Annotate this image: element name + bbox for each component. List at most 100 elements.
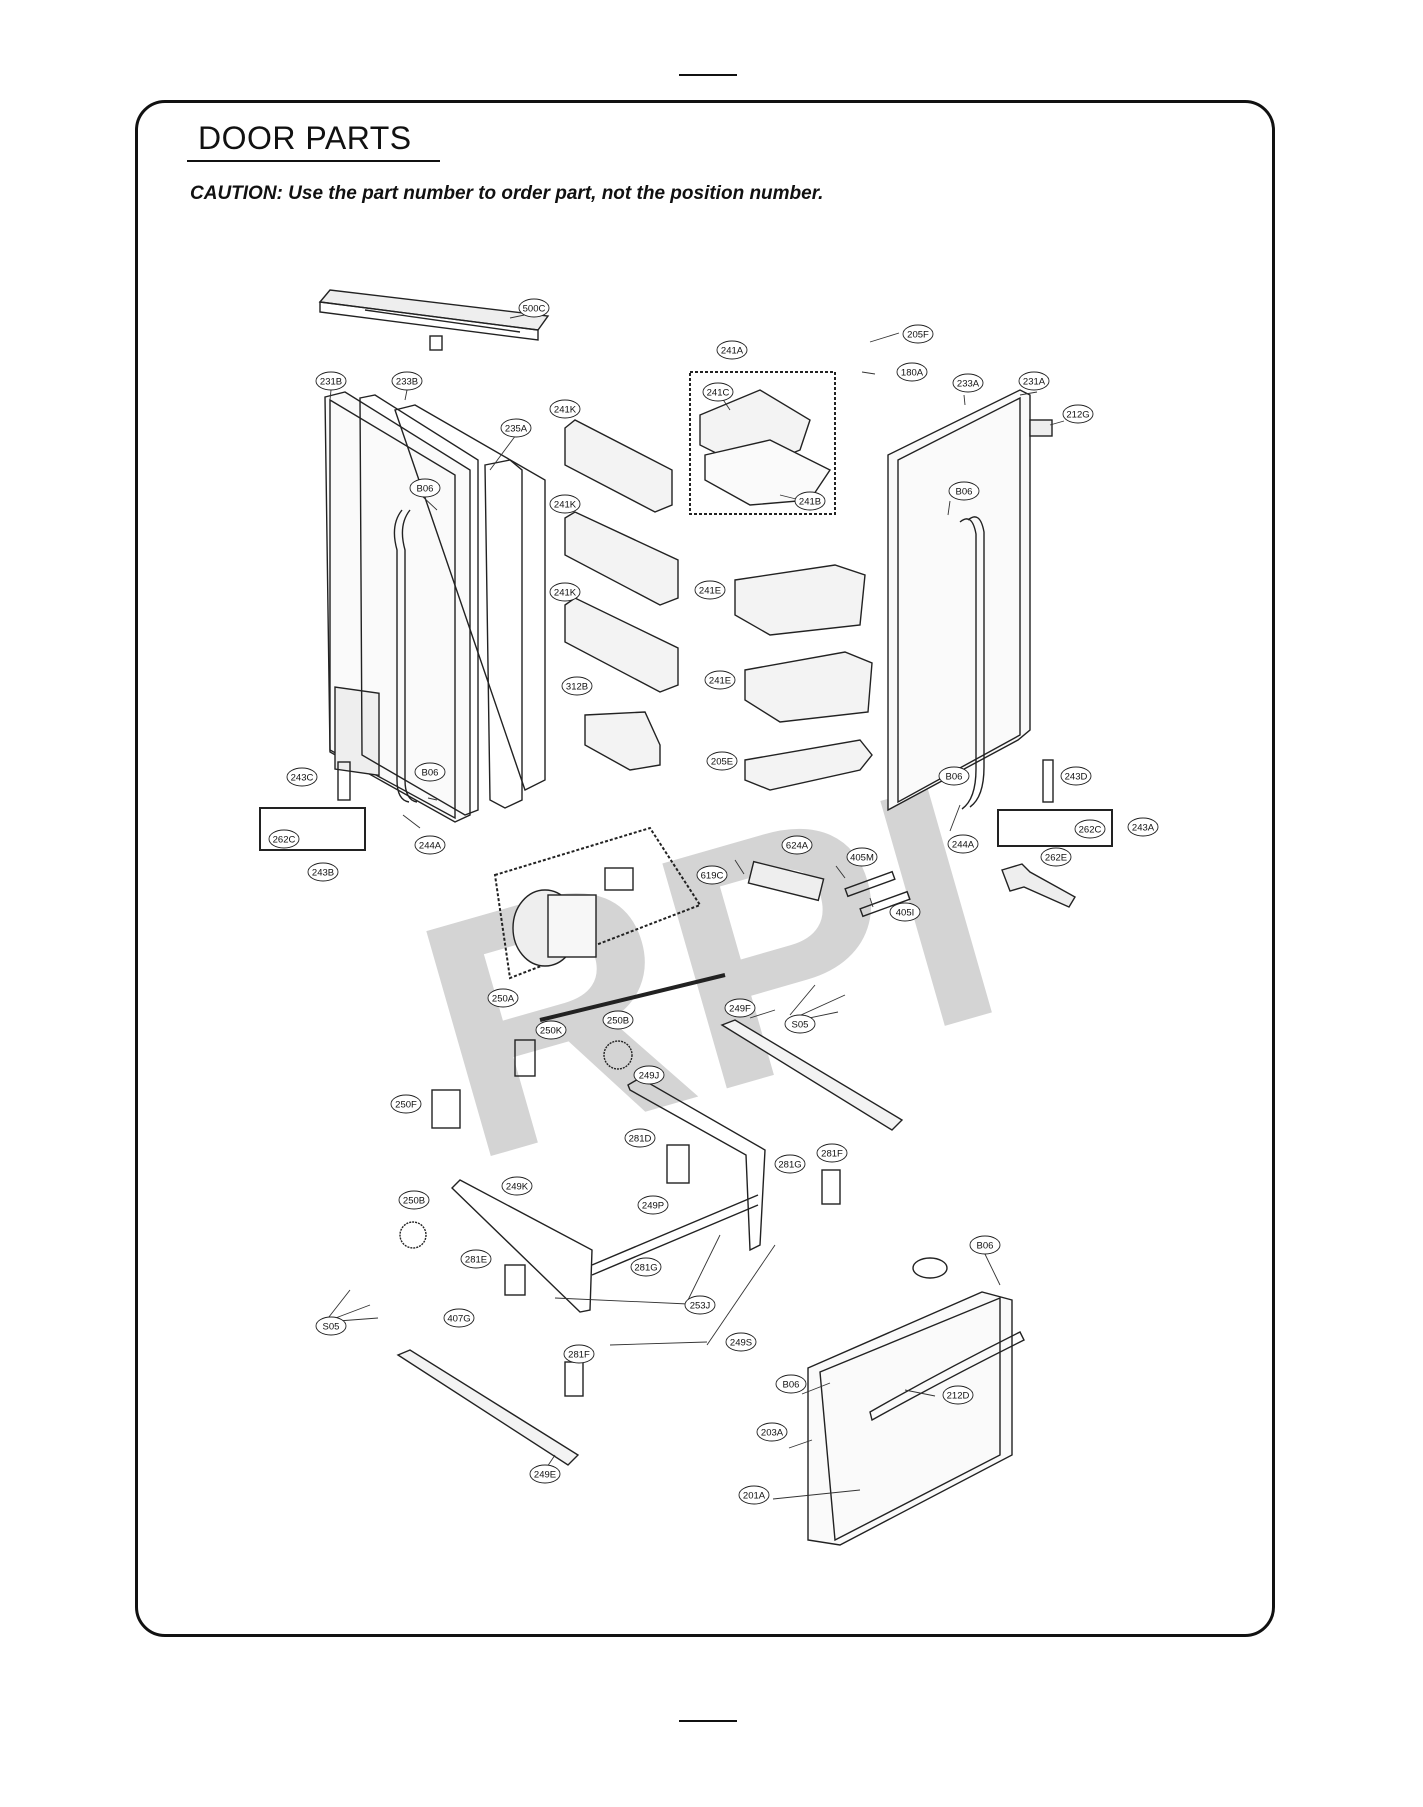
callout-bubble xyxy=(774,1154,806,1174)
part-drawings xyxy=(259,289,1113,1546)
callout-bubble xyxy=(816,1143,848,1163)
callout-bubble xyxy=(947,834,979,854)
callout-bubble xyxy=(391,371,423,391)
right-door xyxy=(887,389,1054,812)
callout-text: 205E xyxy=(711,757,733,768)
callout-text: 312B xyxy=(566,682,588,693)
callout-231a: 231A xyxy=(1018,371,1050,391)
page-frame xyxy=(135,100,1275,1637)
callout-text: B06 xyxy=(977,1241,994,1252)
callout-262e: 262E xyxy=(1040,847,1072,867)
callout-text: 250B xyxy=(607,1016,629,1027)
callout-text: 241B xyxy=(799,497,821,508)
callout-235a: 235A xyxy=(500,418,532,438)
callout-243d: 243D xyxy=(1060,766,1092,786)
callout-bubble xyxy=(414,835,446,855)
callout-text: 407G xyxy=(447,1314,470,1325)
callout-text: 262C xyxy=(273,835,296,846)
callout-249f: 249F xyxy=(724,998,756,1018)
callout-bubble xyxy=(268,829,300,849)
callout-212g: 212G xyxy=(1062,404,1094,424)
callout-text: 241K xyxy=(554,405,577,416)
callout-text: 180A xyxy=(901,368,924,379)
callout-249p: 249P xyxy=(637,1195,669,1215)
callout-250a: 250A xyxy=(487,988,519,1008)
callout-text: 249S xyxy=(730,1338,752,1349)
callout-bubble xyxy=(694,580,726,600)
callout-text: 281G xyxy=(634,1263,657,1274)
callout-bubble xyxy=(529,1464,561,1484)
callout-text: B06 xyxy=(783,1380,800,1391)
callout-bubble xyxy=(414,762,446,782)
callout-253j: 253J xyxy=(684,1295,716,1315)
callout-text: 233B xyxy=(396,377,418,388)
callout-241c: 241C xyxy=(702,382,734,402)
callout-text: B06 xyxy=(422,768,439,779)
callout-bubble xyxy=(952,373,984,393)
callout-233a: 233A xyxy=(952,373,984,393)
callout-text: 244A xyxy=(952,840,975,851)
callout-407g: 407G xyxy=(443,1308,475,1328)
caution-note: CAUTION: Use the part number to order pa… xyxy=(190,183,824,204)
callout-241k-2: 241K xyxy=(549,494,581,514)
part-262e xyxy=(1001,863,1076,908)
callout-text: B06 xyxy=(946,772,963,783)
part-250b-lower xyxy=(399,1221,427,1249)
callout-250f: 250F xyxy=(390,1094,422,1114)
callout-text: 405M xyxy=(850,853,874,864)
part-281f-upper xyxy=(821,1169,841,1205)
callout-b06-6: B06 xyxy=(775,1374,807,1394)
callout-b06-3: B06 xyxy=(414,762,446,782)
part-405i xyxy=(859,890,911,918)
callout-bubble xyxy=(706,751,738,771)
callout-243b: 243B xyxy=(307,862,339,882)
callout-text: 243A xyxy=(1132,823,1155,834)
callout-241k-3: 241K xyxy=(549,582,581,602)
callout-405m: 405M xyxy=(846,847,878,867)
callout-text: 249E xyxy=(534,1470,556,1481)
callout-241e-2: 241E xyxy=(704,670,736,690)
callout-text: 241K xyxy=(554,588,577,599)
callout-b06-2: B06 xyxy=(948,481,980,501)
callout-b06-1: B06 xyxy=(409,478,441,498)
callout-text: 231B xyxy=(320,377,342,388)
callout-text: 235A xyxy=(505,424,528,435)
callout-text: 281F xyxy=(568,1350,590,1361)
callout-bubble xyxy=(633,1065,665,1085)
callout-249k: 249K xyxy=(501,1176,533,1196)
callout-text: 281G xyxy=(778,1160,801,1171)
part-250f xyxy=(431,1089,461,1129)
callout-bubble xyxy=(409,478,441,498)
callout-500c: 500C xyxy=(518,298,550,318)
callout-text: S05 xyxy=(792,1020,809,1031)
page-title: DOOR PARTS xyxy=(198,120,412,156)
callout-241e-1: 241E xyxy=(694,580,726,600)
callout-bubble xyxy=(902,324,934,344)
callout-text: 250A xyxy=(492,994,515,1005)
callout-bubble xyxy=(630,1257,662,1277)
callout-text: 262E xyxy=(1045,853,1067,864)
callout-bubble xyxy=(549,399,581,419)
callout-text: 624A xyxy=(786,841,809,852)
callout-bubble xyxy=(938,766,970,786)
callout-bubble xyxy=(725,1332,757,1352)
callout-text: 243B xyxy=(312,868,334,879)
callout-text: 249K xyxy=(506,1182,529,1193)
callout-243c: 243C xyxy=(286,767,318,787)
callout-text: 281E xyxy=(465,1255,487,1266)
callout-text: 241E xyxy=(699,586,721,597)
callout-244a-2: 244A xyxy=(947,834,979,854)
bottom-page-rule xyxy=(679,1720,737,1722)
callout-bubble xyxy=(315,371,347,391)
callout-250b-2: 250B xyxy=(398,1190,430,1210)
rail-249f xyxy=(720,1019,904,1131)
callout-text: 212D xyxy=(947,1391,970,1402)
callout-text: 249J xyxy=(639,1071,660,1082)
callout-bubble xyxy=(487,988,519,1008)
callout-bubble xyxy=(896,362,928,382)
callout-bubble xyxy=(702,382,734,402)
callout-bubble xyxy=(781,835,813,855)
callout-text: 281D xyxy=(629,1134,652,1145)
callout-text: 241C xyxy=(707,388,730,399)
